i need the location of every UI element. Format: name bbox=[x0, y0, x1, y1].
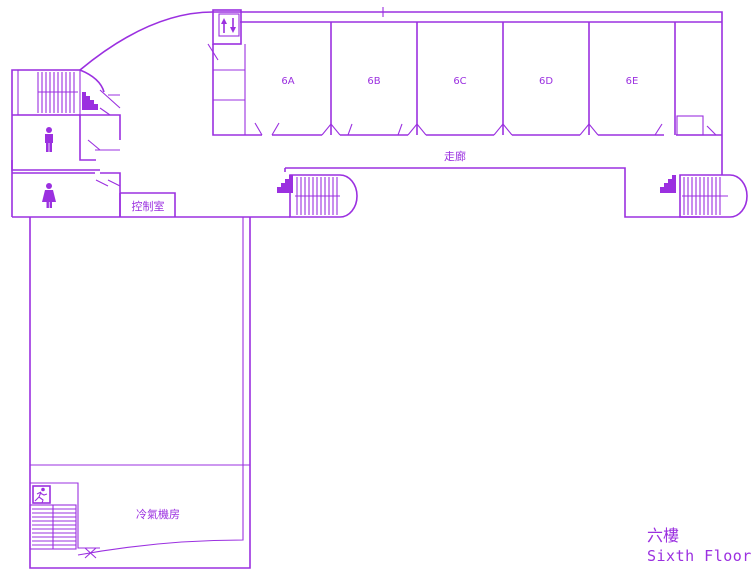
stairs-icon bbox=[82, 92, 98, 110]
control-room-label: 控制室 bbox=[132, 199, 165, 213]
floor-title: 六樓 Sixth Floor bbox=[647, 526, 752, 566]
room-6e-label: 6E bbox=[626, 76, 639, 87]
elevator-icon bbox=[212, 9, 242, 45]
west-wing-stair bbox=[29, 504, 77, 550]
room-6c-label: 6C bbox=[453, 76, 466, 87]
room-6d-label: 6D bbox=[539, 76, 553, 87]
floor-name-en: Sixth Floor bbox=[647, 547, 752, 565]
west-tower bbox=[11, 69, 176, 217]
mens-toilet-icon bbox=[45, 127, 53, 152]
room-6a-label: 6A bbox=[281, 76, 294, 87]
outer-walls bbox=[11, 7, 723, 569]
emergency-exit-icon bbox=[32, 485, 51, 504]
ac-room-label: 冷氣機房 bbox=[136, 507, 180, 521]
east-stair bbox=[679, 174, 748, 218]
stairs-icon bbox=[277, 175, 293, 193]
classroom-walls bbox=[245, 22, 722, 136]
womens-toilet-icon bbox=[42, 183, 56, 208]
middle-stair bbox=[289, 174, 358, 218]
floor-name-cn: 六樓 bbox=[647, 526, 680, 545]
corridor-label: 走廊 bbox=[444, 149, 466, 163]
stairs-icon bbox=[660, 175, 676, 193]
west-wing-interior bbox=[30, 217, 250, 559]
room-6b-label: 6B bbox=[367, 76, 380, 87]
